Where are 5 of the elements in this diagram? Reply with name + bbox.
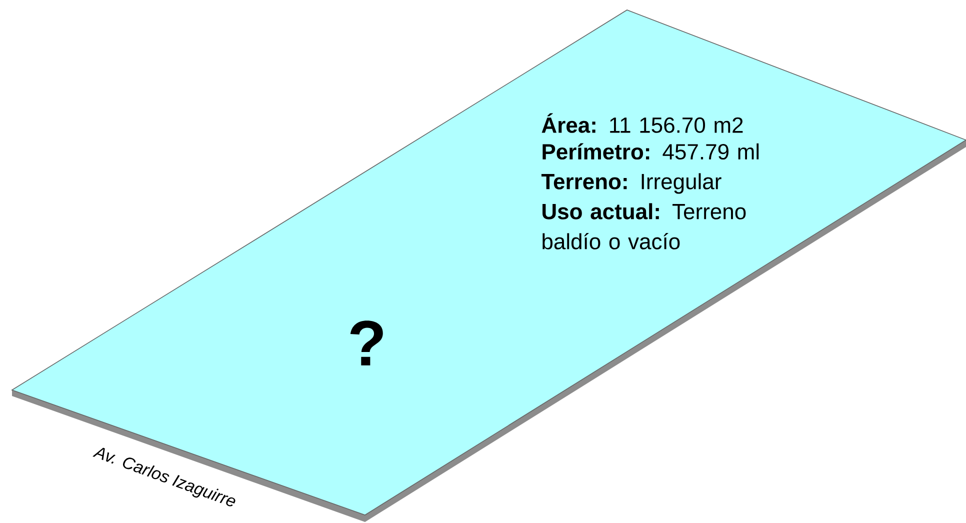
info-text: Área: 11 156.70 m2 (542, 113, 743, 133)
info-text: Uso actual: Terreno baldío o vacío (542, 203, 746, 250)
question-mark: ? (350, 320, 383, 366)
info-text: Terreno: Irregular (541, 173, 722, 194)
info-text: Perímetro: 457.79 ml (542, 143, 759, 160)
